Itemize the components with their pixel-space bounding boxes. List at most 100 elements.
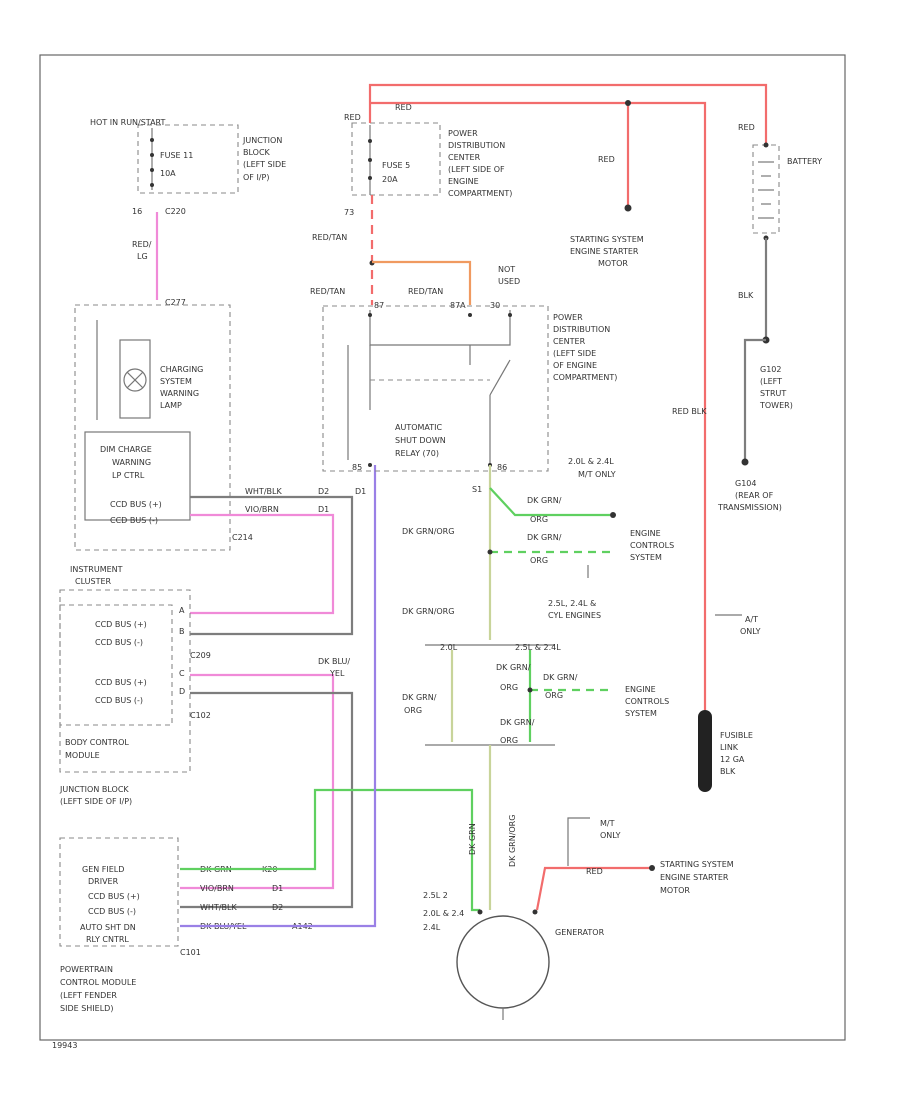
- fuse-5-label: FUSE 5: [382, 161, 410, 170]
- fusible-1: FUSIBLE: [720, 731, 753, 740]
- pdc2-title-3: CENTER: [553, 337, 586, 346]
- fusible-2: LINK: [720, 743, 739, 752]
- wire-wht-blk-bcm: [180, 691, 354, 909]
- dk-grn-org-5: DK GRN/: [496, 663, 531, 672]
- jb2-title-2: (LEFT SIDE OF I/P): [60, 797, 132, 806]
- starter2-title-1: STARTING SYSTEM: [660, 860, 734, 869]
- g102-1: G102: [760, 365, 781, 374]
- dk-blu-label-2: YEL: [329, 669, 345, 678]
- wire-dk-grn-org-mt: [489, 487, 610, 517]
- diagram-frame: [39, 54, 846, 1041]
- cyl-1: 2.5L, 2.4L &: [548, 599, 596, 608]
- pdc2-title-5: OF ENGINE: [553, 361, 597, 370]
- dk-grn-org-3: DK GRN/: [527, 533, 562, 542]
- c277-connector: C277: [165, 298, 186, 307]
- fusible-link: [698, 710, 712, 792]
- c101-connector: C101: [180, 948, 201, 957]
- dk-grn-org-8b: ORG: [500, 736, 518, 745]
- pdc2-title-2: DISTRIBUTION: [553, 325, 610, 334]
- wire-wht-blk-label: WHT/BLK: [245, 487, 282, 496]
- gen-vert-1: DK GRN: [468, 823, 477, 855]
- battery-label: BATTERY: [787, 157, 822, 166]
- starter1-title-1: STARTING SYSTEM: [570, 235, 644, 244]
- starter2-title-3: MOTOR: [660, 886, 690, 895]
- g102-3: STRUT: [760, 389, 786, 398]
- g104-1: G104: [735, 479, 756, 488]
- red-starter-label: RED: [598, 155, 615, 164]
- wire-red-battery-main: [368, 83, 768, 145]
- wire-vio-brn-cluster: [190, 513, 335, 615]
- wire-wht-blk-cluster: [190, 495, 354, 636]
- fusible-3: 12 GA: [720, 755, 745, 764]
- warning-lamp-1: CHARGING: [160, 365, 203, 374]
- fuse-11-rating: 10A: [160, 169, 176, 178]
- pdc1-title-5: ENGINE: [448, 177, 479, 186]
- dk-blu-label-1: DK BLU/: [318, 657, 350, 666]
- gen-field-2: DRIVER: [88, 877, 119, 886]
- bcm-title-2: MODULE: [65, 751, 100, 760]
- bcm-ccd-neg-1: CCD BUS (-): [95, 638, 143, 647]
- body-control-module: CCD BUS (+) CCD BUS (-) C209 CCD BUS (+)…: [59, 589, 211, 806]
- asd-title-2: SHUT DOWN: [395, 436, 446, 445]
- pdc1-title-2: DISTRIBUTION: [448, 141, 505, 150]
- c102-connector: C102: [190, 711, 211, 720]
- warning-lamp-4: LAMP: [160, 401, 182, 410]
- blk-label: BLK: [738, 291, 754, 300]
- jb-title-1: JUNCTION: [242, 136, 282, 145]
- at-only-2: ONLY: [740, 627, 761, 636]
- pcm-asd-2: RLY CNTRL: [86, 935, 129, 944]
- ecs1-1: ENGINE: [630, 529, 661, 538]
- charge-ctrl-1: DIM CHARGE: [100, 445, 152, 454]
- dk-grn-org-2: DK GRN/ORG: [402, 527, 454, 536]
- eng-2l-label: 2.0L & 2.4L: [568, 457, 614, 466]
- jb-title-3: (LEFT SIDE: [243, 160, 286, 169]
- cluster-ccd-pos-1: CCD BUS (+): [110, 500, 162, 509]
- g102-2: (LEFT: [760, 377, 782, 386]
- mt-only-gen-1: M/T: [600, 819, 615, 828]
- pin-b: B: [179, 627, 185, 636]
- wire-dk-blu-yel: [180, 465, 377, 928]
- pcm-wire-2-num: D1: [272, 884, 283, 893]
- jb2-title-1: JUNCTION BLOCK: [59, 785, 129, 794]
- pcm-wire-3-label: WHT/BLK: [200, 903, 237, 912]
- pcm-title-4: SIDE SHIELD): [60, 1004, 113, 1013]
- wire-vio-brn-bcm: [180, 673, 335, 890]
- wire-dk-grn-gen-field: [180, 788, 480, 912]
- dk-grn-org-6b: ORG: [404, 706, 422, 715]
- pdc2-title-4: (LEFT SIDE: [553, 349, 596, 358]
- red-tan-label-3: RED/TAN: [408, 287, 443, 296]
- gen-field-1: GEN FIELD: [82, 865, 124, 874]
- red-tan-label-2: RED/TAN: [310, 287, 345, 296]
- fuse-5-rating: 20A: [382, 175, 398, 184]
- eng-split-left: 2.0L: [440, 643, 458, 652]
- dk-grn-org-7b: ORG: [545, 691, 563, 700]
- dk-grn-org-3b: ORG: [530, 556, 548, 565]
- pdc2-title-1: POWER: [553, 313, 583, 322]
- charge-ctrl-3: LP CTRL: [112, 471, 145, 480]
- pin-85: 85: [352, 463, 362, 472]
- generator: GENERATOR 2.5L 2 2.0L & 2.4 2.4L: [423, 891, 605, 1020]
- gen-eng-1: 2.5L 2: [423, 891, 448, 900]
- wire-vio-brn-label: VIO/BRN: [245, 505, 279, 514]
- cluster-ccd-neg-1: CCD BUS (-): [110, 516, 158, 525]
- generator-label: GENERATOR: [555, 928, 605, 937]
- battery: RED BATTERY: [738, 123, 822, 241]
- wire-red-fusible: [370, 101, 707, 710]
- bcm-title-1: BODY CONTROL: [65, 738, 129, 747]
- dk-grn-org-6: DK GRN/: [402, 693, 437, 702]
- pcm-asd-1: AUTO SHT DN: [80, 923, 136, 932]
- asd-title-1: AUTOMATIC: [395, 423, 443, 432]
- s1-label: S1: [472, 485, 482, 494]
- bcm-ccd-pos-1: CCD BUS (+): [95, 620, 147, 629]
- ecs2-2: CONTROLS: [625, 697, 669, 706]
- starter1-title-2: ENGINE STARTER: [570, 247, 639, 256]
- starter2-title-2: ENGINE STARTER: [660, 873, 729, 882]
- pcm-title-3: (LEFT FENDER: [60, 991, 117, 1000]
- wire-wht-blk-num: D2: [318, 487, 329, 496]
- pin-c: C: [179, 669, 185, 678]
- power-distribution-center-fuse-5: FUSE 5 20A POWER DISTRIBUTION CENTER (LE…: [351, 122, 512, 198]
- red-lg-label-1: RED/: [132, 240, 152, 249]
- c220-connector: C220: [165, 207, 186, 216]
- engine-split-connector: 2.0L 2.5L & 2.4L: [425, 643, 561, 746]
- g104-3: TRANSMISSION): [717, 503, 782, 512]
